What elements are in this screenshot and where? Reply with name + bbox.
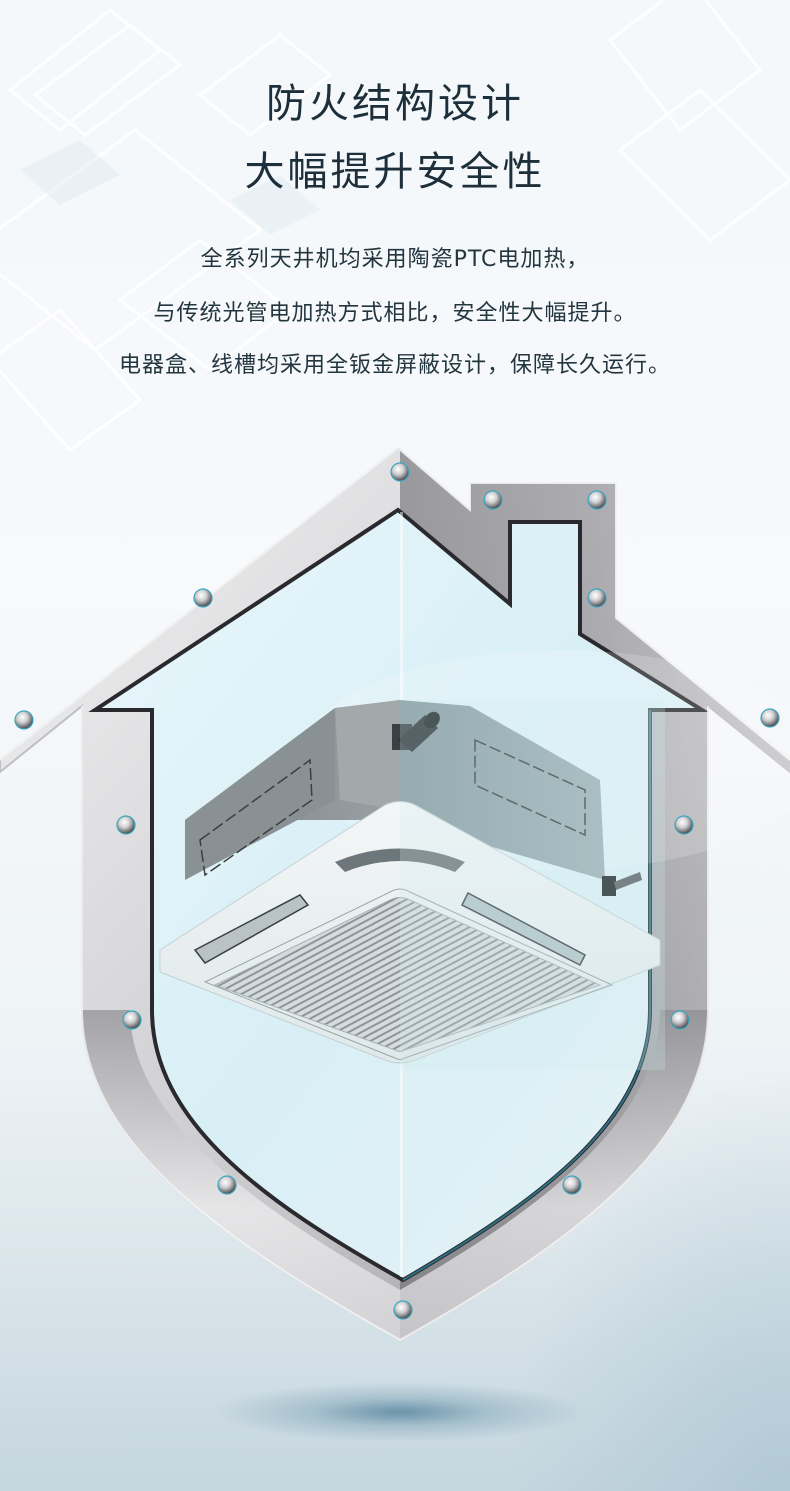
description-line-1: 全系列天井机均采用陶瓷PTC电加热， (200, 247, 590, 272)
ceiling-cassette-ac-icon (159, 700, 665, 1070)
floor-shadow (150, 1372, 650, 1452)
description-line-2: 与传统光管电加热方式相比，安全性大幅提升。 (153, 301, 637, 326)
headline-line-1: 防火结构设计 (266, 81, 524, 127)
rivet-icons (14, 462, 780, 1320)
description-line-3: 电器盒、线槽均采用全钣金屏蔽设计，保障长久运行。 (118, 353, 671, 378)
background-diamond-pattern (0, 0, 790, 453)
headline-line-2: 大幅提升安全性 (244, 149, 546, 195)
